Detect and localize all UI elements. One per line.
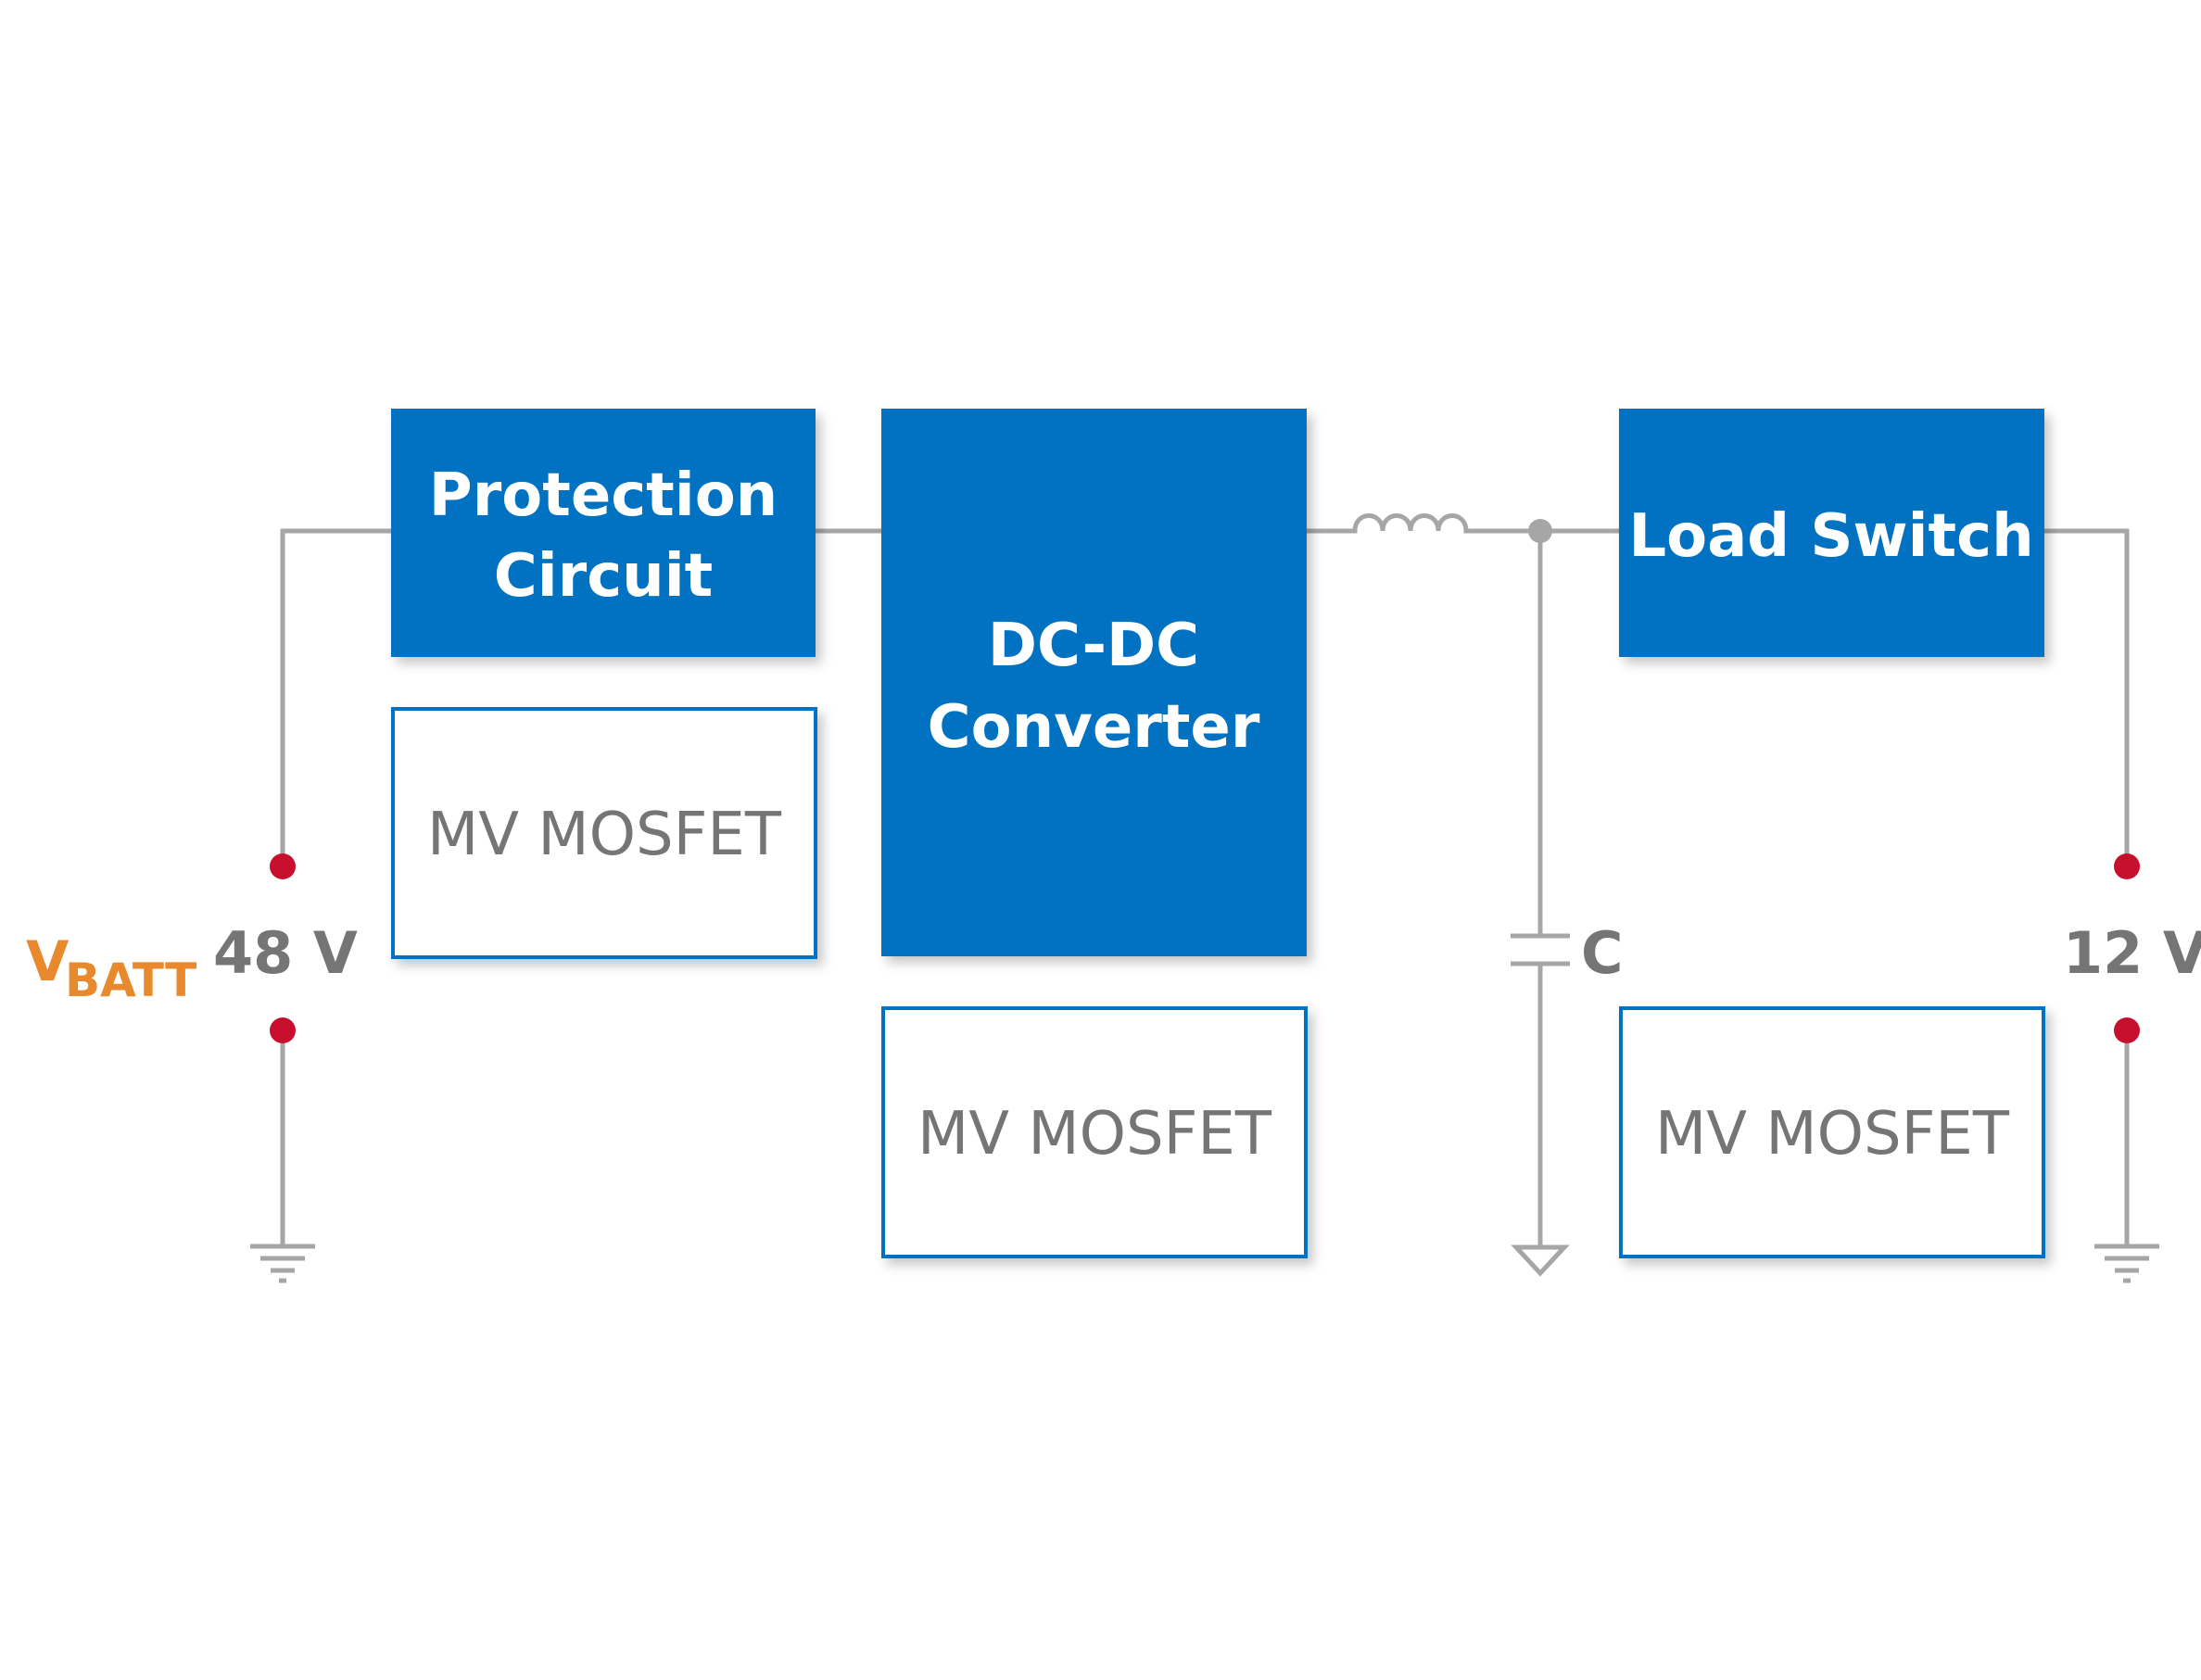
terminal-dot bbox=[270, 1017, 296, 1043]
output-terminals bbox=[2114, 853, 2140, 1043]
input-terminals bbox=[270, 853, 296, 1043]
load-switch-mosfet-label: MV MOSFET bbox=[1655, 1100, 2010, 1168]
dcdc-converter-label-line1: DC-DC bbox=[988, 612, 1199, 680]
vbatt-label-subscript: BATT bbox=[65, 954, 196, 1007]
dcdc-mosfet-label: MV MOSFET bbox=[917, 1100, 1272, 1168]
load-switch-mosfet-box: MV MOSFET bbox=[1619, 1006, 2045, 1258]
protection-mosfet-box: MV MOSFET bbox=[391, 707, 817, 959]
protection-circuit-label-line1: Protection bbox=[429, 461, 778, 530]
dcdc-converter-block: DC-DC Converter bbox=[881, 409, 1307, 956]
terminal-dot bbox=[270, 853, 296, 879]
output-voltage-label: 12 V bbox=[2063, 919, 2201, 987]
ground-icon bbox=[2094, 1244, 2159, 1283]
wires bbox=[280, 513, 2130, 1247]
vbatt-label-v: V bbox=[26, 929, 70, 994]
input-wire-top bbox=[280, 528, 391, 866]
dcdc-converter-label-line2: Converter bbox=[928, 693, 1260, 762]
capacitor-label: C bbox=[1581, 919, 1624, 987]
output-wire-top bbox=[2044, 528, 2130, 866]
ground-triangle-icon bbox=[1511, 1244, 1570, 1277]
load-switch-block: Load Switch bbox=[1619, 409, 2044, 657]
ground-icon bbox=[250, 1244, 315, 1283]
dcdc-to-load-switch-wire bbox=[1307, 513, 1619, 534]
protection-mosfet-label: MV MOSFET bbox=[427, 801, 782, 869]
dcdc-mosfet-box: MV MOSFET bbox=[881, 1006, 1308, 1258]
terminal-dot bbox=[2114, 853, 2140, 879]
protection-circuit-block: Protection Circuit bbox=[391, 409, 816, 657]
terminal-dot bbox=[2114, 1017, 2140, 1043]
capacitor-symbol bbox=[1511, 933, 1570, 966]
protection-circuit-label-line2: Circuit bbox=[494, 542, 714, 611]
junction-dot bbox=[1528, 519, 1552, 543]
input-voltage-label: 48 V bbox=[213, 919, 358, 987]
load-switch-label: Load Switch bbox=[1628, 502, 2033, 571]
